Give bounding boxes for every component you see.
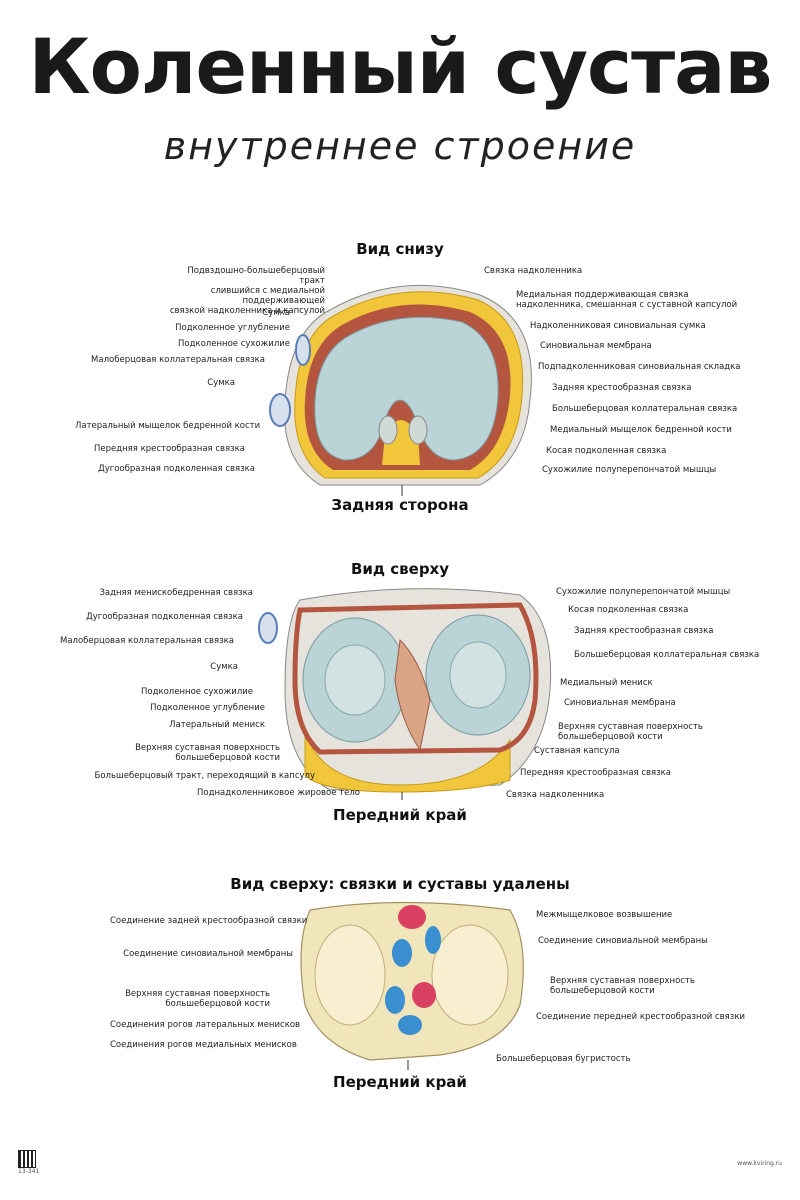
view2-label-tibial-collateral: Большеберцовая коллатеральная связка bbox=[574, 650, 760, 660]
view3-medial-horn-posterior bbox=[425, 926, 441, 954]
view1-label-popliteal-tendon: Подколенное сухожилие bbox=[177, 339, 290, 349]
view1-label-fibular-collateral: Малоберцовая коллатеральная связка bbox=[91, 355, 265, 365]
view2-cruciate-ligaments bbox=[394, 638, 431, 752]
view1-label-bursa-2: Сумка bbox=[207, 378, 235, 388]
view3-label-synovial-right: Соединение синовиальной мембраны bbox=[538, 936, 708, 946]
view1-label-medial-condyle: Медиальный мыщелок бедренной кости bbox=[550, 425, 732, 435]
view1-label-acl: Передняя крестообразная связка bbox=[94, 444, 245, 454]
view3-lateral-horn-anterior bbox=[385, 986, 405, 1014]
view1-label-synovial-membrane: Синовиальная мембрана bbox=[540, 341, 652, 351]
view2-label-oblique-popliteal: Косая подколенная связка bbox=[568, 605, 689, 615]
view3-label-tibial-tuberosity: Большеберцовая бугристость bbox=[496, 1054, 631, 1064]
view1-label-pcl: Задняя крестообразная связка bbox=[552, 383, 692, 393]
view1-title: Вид снизу bbox=[356, 240, 444, 258]
view2-label-lateral-meniscus: Латеральный мениск bbox=[169, 720, 265, 730]
view1-label-infrapatellar-fold: Подпадколенниковая синовиальная складка bbox=[538, 362, 741, 372]
view2-label-pcl: Задняя крестообразная связка bbox=[574, 626, 714, 636]
view3-caption: Передний край bbox=[333, 1073, 467, 1091]
view2-label-medial-meniscus: Медиальный мениск bbox=[560, 678, 653, 688]
view2-lateral-meniscus bbox=[324, 644, 386, 716]
view3-label-superior-surface-right: Верхняя суставная поверхность большеберц… bbox=[550, 976, 695, 996]
view2-label-popliteal-recess: Подколенное углубление bbox=[150, 703, 265, 713]
view2-label-acl: Передняя крестообразная связка bbox=[520, 768, 671, 778]
view2-label-posterior-meniscofemoral: Задняя менискобедренная связка bbox=[99, 588, 253, 598]
view1-label-bursa-1: Сумка bbox=[262, 308, 290, 318]
view2-label-popliteal-tendon: Подколенное сухожилие bbox=[140, 687, 253, 697]
view3-title: Вид сверху: связки и суставы удалены bbox=[230, 875, 570, 893]
poster-title: Коленный сустав bbox=[28, 22, 772, 111]
product-code: 13-341 bbox=[18, 1168, 40, 1175]
view1-label-medial-retinaculum: Медиальная поддерживающая связка надколе… bbox=[516, 290, 738, 310]
view2-caption: Передний край bbox=[333, 806, 467, 824]
view2-bursa bbox=[258, 612, 278, 644]
view2-label-semimembranosus: Сухожилие полуперепончатой мышцы bbox=[556, 587, 731, 597]
view2-label-superior-surface-medial: Верхняя суставная поверхность большеберц… bbox=[558, 722, 703, 742]
qr-code bbox=[18, 1150, 36, 1168]
view3-label-synovial-left: Соединение синовиальной мембраны bbox=[123, 949, 293, 959]
view2-label-fibular-collateral: Малоберцовая коллатеральная связка bbox=[60, 636, 234, 646]
view2-title: Вид сверху bbox=[350, 560, 450, 578]
view3-tibia-illustration bbox=[300, 901, 524, 1070]
view2-medial-meniscus bbox=[449, 641, 507, 709]
view3-lateral-surface bbox=[314, 924, 386, 1026]
view3-lateral-horn-posterior bbox=[392, 939, 412, 967]
view1-label-tibial-collateral: Большеберцовая коллатеральная связка bbox=[552, 404, 738, 414]
view1-acl bbox=[378, 415, 398, 445]
view1-label-semimembranosus: Сухожилие полуперепончатой мышцы bbox=[542, 465, 717, 475]
website-url: www.kviring.ru bbox=[737, 1160, 782, 1167]
view2-label-superior-surface: Верхняя суставная поверхность большеберц… bbox=[135, 743, 280, 763]
view2-label-fat-pad: Поднадколенниковое жировое тело bbox=[197, 788, 360, 798]
view1-label-popliteal-recess: Подколенное углубление bbox=[175, 323, 290, 333]
view1-pcl bbox=[408, 415, 428, 445]
view1-bursa-lower bbox=[269, 393, 291, 427]
view3-medial-surface bbox=[431, 924, 509, 1026]
view2-label-patellar-ligament: Связка надколенника bbox=[506, 790, 605, 800]
view2-label-synovial-membrane: Синовиальная мембрана bbox=[564, 698, 676, 708]
view2-label-bursa: Сумка bbox=[210, 662, 238, 672]
view2-label-arcuate: Дугообразная подколенная связка bbox=[86, 612, 243, 622]
view3-label-intercondylar-eminence: Межмыщелковое возвышение bbox=[536, 910, 673, 920]
view2-label-joint-capsule: Суставная капсула bbox=[534, 746, 620, 756]
view3-pcl-attachment bbox=[398, 905, 426, 929]
view1-label-suprapatellar-bursa: Надколенниковая синовиальная сумка bbox=[530, 321, 706, 331]
view1-knee-illustration bbox=[269, 284, 532, 496]
poster-subtitle: внутреннее строение bbox=[163, 124, 637, 168]
view1-caption: Задняя сторона bbox=[331, 496, 469, 514]
view1-label-patellar-ligament: Связка надколенника bbox=[484, 266, 583, 276]
view2-synovial-membrane bbox=[292, 602, 539, 755]
view2-label-it-tract: Большеберцовый тракт, переходящий в капс… bbox=[94, 771, 316, 781]
view3-acl-attachment bbox=[412, 982, 436, 1008]
view2-knee-illustration bbox=[258, 588, 552, 800]
view2-fat-layer bbox=[304, 729, 511, 793]
view3-label-pcl-attachment: Соединение задней крестообразной связки bbox=[110, 916, 308, 926]
view3-label-acl-attachment: Соединение передней крестообразной связк… bbox=[536, 1012, 745, 1022]
view1-bursa-upper bbox=[295, 334, 311, 366]
view3-medial-horn-anterior bbox=[398, 1015, 422, 1035]
view3-label-lateral-horns: Соединения рогов латеральных менисков bbox=[110, 1020, 301, 1030]
view1-label-lateral-condyle: Латеральный мыщелок бедренной кости bbox=[75, 421, 261, 431]
view3-label-medial-horns: Соединения рогов медиальных менисков bbox=[110, 1040, 297, 1050]
view1-label-arcuate: Дугообразная подколенная связка bbox=[98, 464, 255, 474]
view3-label-superior-surface-left: Верхняя суставная поверхность большеберц… bbox=[125, 989, 270, 1009]
view1-label-it-tract: Подвздошно-большеберцовый тракт слившийс… bbox=[169, 266, 325, 316]
view1-label-oblique-popliteal: Косая подколенная связка bbox=[546, 446, 667, 456]
